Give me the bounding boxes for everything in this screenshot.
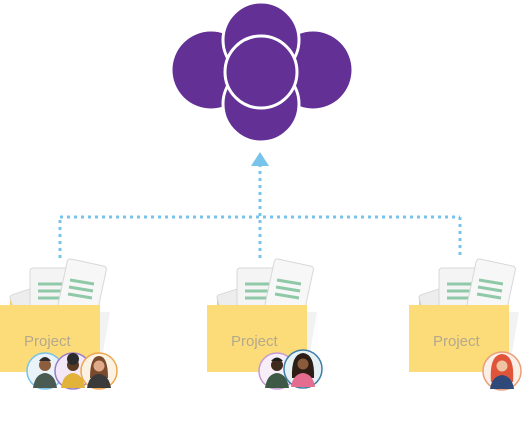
- member-avatars: [26, 352, 118, 390]
- cloud-icon: [169, 0, 355, 144]
- folder-label: Project: [433, 333, 481, 350]
- folder-label: Project: [231, 333, 279, 350]
- member-avatars: [258, 349, 323, 390]
- avatar: [26, 352, 64, 390]
- avatar: [283, 349, 323, 389]
- project-folder: Project: [409, 258, 522, 391]
- avatar: [80, 352, 118, 390]
- avatar: [482, 351, 522, 391]
- arrowhead-up-icon: [251, 152, 269, 166]
- member-avatars: [482, 351, 522, 391]
- connector-lines: [58, 166, 462, 258]
- folder-label: Project: [24, 333, 72, 350]
- project-folder: Project: [207, 258, 323, 390]
- project-folder: Project: [0, 258, 118, 390]
